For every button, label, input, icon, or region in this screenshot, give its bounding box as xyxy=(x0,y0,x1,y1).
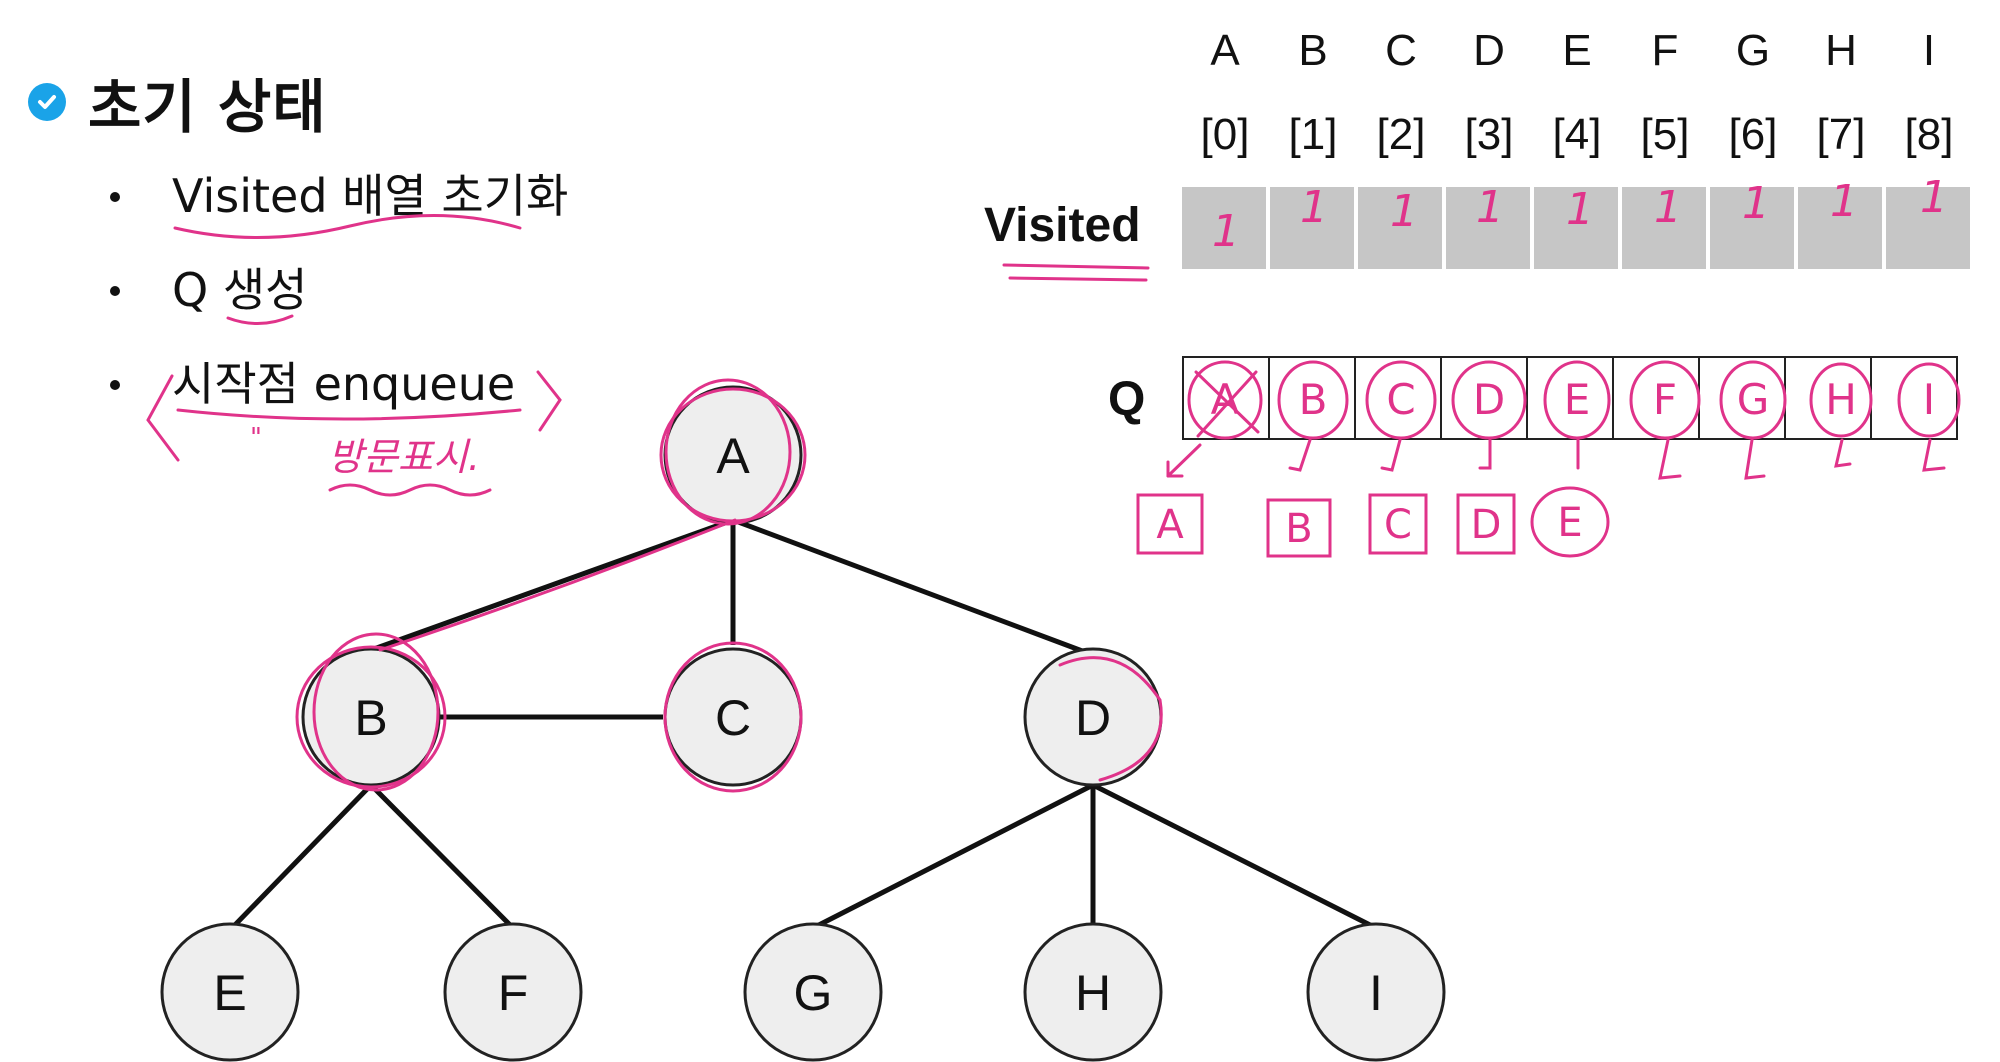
column-index: [7] xyxy=(1816,110,1866,159)
node-label: A xyxy=(716,428,750,484)
bullet-list: Visited 배열 초기화 Q 생성 시작점 enqueue xyxy=(110,160,568,442)
column-letter: C xyxy=(1385,26,1417,75)
column-letter: I xyxy=(1922,26,1936,75)
bullet-item: Q 생성 xyxy=(110,254,568,348)
node-label: B xyxy=(354,690,387,746)
column-letter: H xyxy=(1825,26,1857,75)
visited-cell xyxy=(1358,187,1442,269)
node-label: D xyxy=(1075,690,1111,746)
node-a: A xyxy=(663,385,803,525)
node-label: F xyxy=(498,965,529,1021)
visited-label: Visited xyxy=(984,199,1141,252)
column-letter: B xyxy=(1298,26,1328,75)
graph-nodes: A B C D E F G H I xyxy=(160,385,1446,1062)
visited-cell xyxy=(1534,187,1618,269)
edge-a-b xyxy=(370,517,734,653)
edge-d-g xyxy=(811,782,1095,931)
column-index: [6] xyxy=(1728,110,1778,159)
node-g: G xyxy=(743,922,883,1062)
check-circle-icon xyxy=(28,83,66,121)
node-d: D xyxy=(1023,647,1163,787)
edge-b-f xyxy=(369,783,515,930)
edge-a-d xyxy=(732,517,1094,658)
column-index: [2] xyxy=(1376,110,1426,159)
node-b: B xyxy=(301,647,441,787)
column-letter: E xyxy=(1562,26,1592,75)
visited-cell xyxy=(1710,187,1794,269)
node-label: E xyxy=(213,965,246,1021)
visited-cell xyxy=(1798,187,1882,269)
column-index: [5] xyxy=(1640,110,1690,159)
visited-cell xyxy=(1182,187,1266,269)
edge-d-i xyxy=(1091,782,1378,931)
column-letter: A xyxy=(1210,26,1240,75)
node-label: G xyxy=(794,965,833,1021)
node-label: H xyxy=(1075,965,1111,1021)
visited-cell xyxy=(1622,187,1706,269)
column-index: [0] xyxy=(1200,110,1250,159)
column-index: [8] xyxy=(1904,110,1954,159)
node-label: I xyxy=(1369,965,1383,1021)
column-index: [4] xyxy=(1552,110,1602,159)
node-f: F xyxy=(443,922,583,1062)
column-letter: F xyxy=(1651,26,1679,75)
bullet-item: Visited 배열 초기화 xyxy=(110,160,568,254)
column-letter: D xyxy=(1473,26,1505,75)
visited-cell xyxy=(1270,187,1354,269)
node-label: C xyxy=(715,690,751,746)
title-text: 초기 상태 xyxy=(88,73,327,141)
node-e: E xyxy=(160,922,300,1062)
visited-array xyxy=(1182,187,1970,269)
column-index: [1] xyxy=(1288,110,1338,159)
node-i: I xyxy=(1306,922,1446,1062)
visited-cell xyxy=(1446,187,1530,269)
queue-label: Q xyxy=(1108,373,1146,426)
slide-title: 초기 상태 xyxy=(28,60,327,144)
bullet-item: 시작점 enqueue xyxy=(110,348,568,442)
column-letter: G xyxy=(1735,26,1771,75)
node-h: H xyxy=(1023,922,1163,1062)
column-index: [3] xyxy=(1464,110,1514,159)
node-c: C xyxy=(663,647,803,787)
edge-b-e xyxy=(230,783,373,930)
visited-cell xyxy=(1886,187,1970,269)
